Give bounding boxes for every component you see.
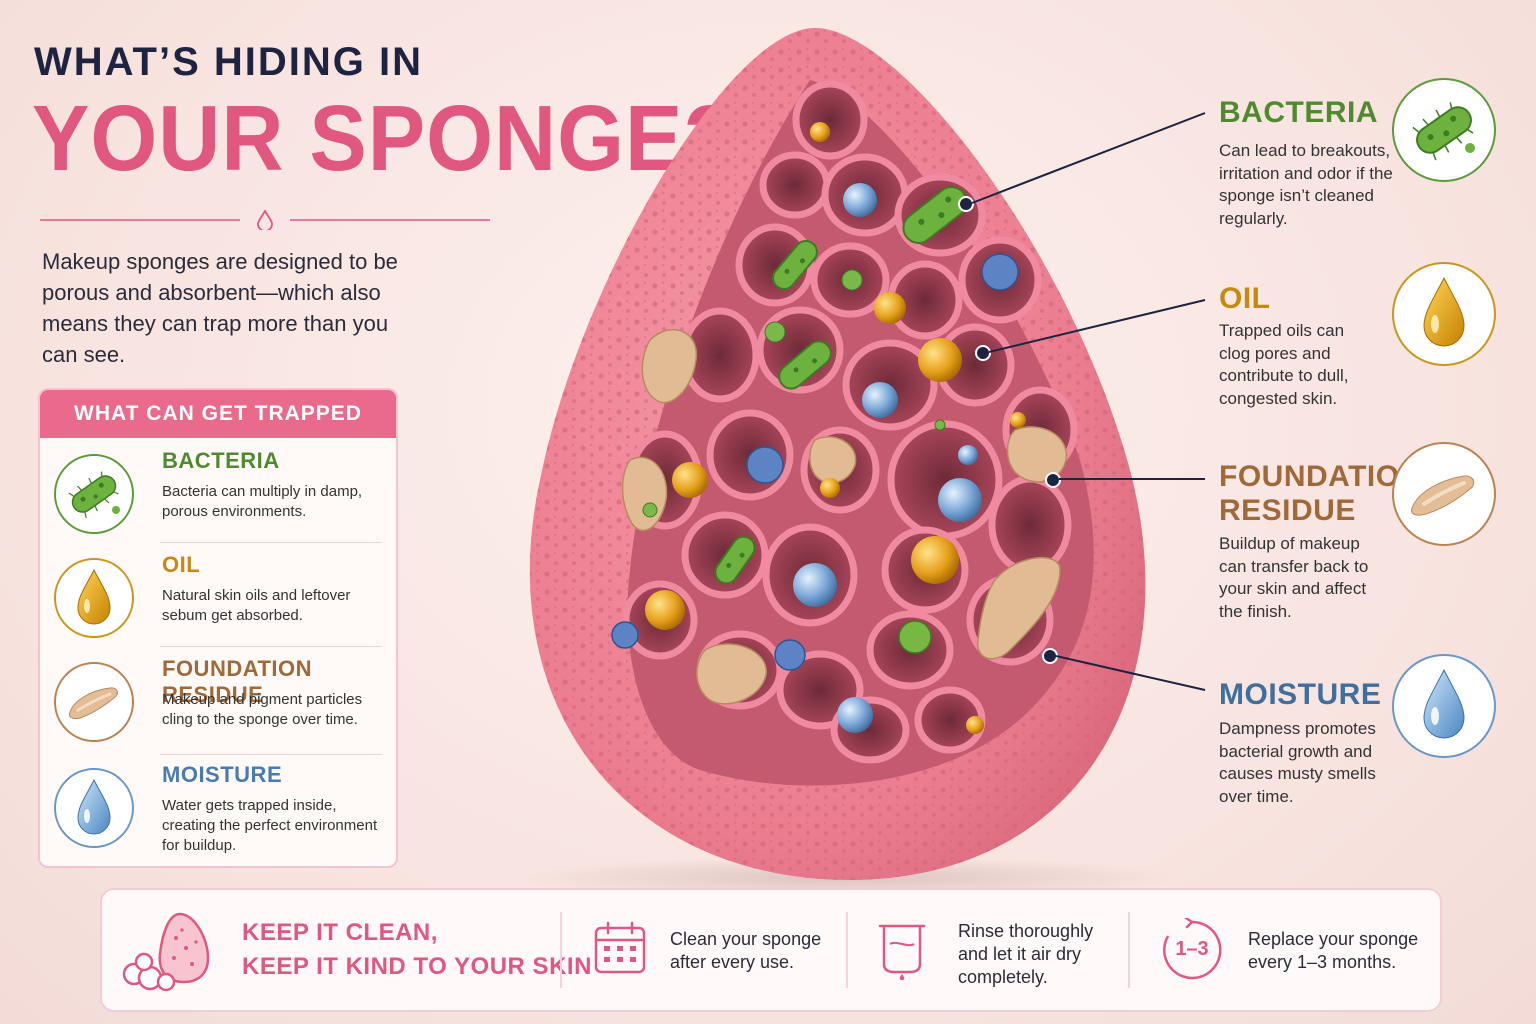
tips-title-line2: KEEP IT KIND TO YOUR SKIN: [242, 953, 592, 980]
bacteria-icon: [54, 454, 134, 534]
divider: [160, 754, 382, 755]
foundation-swatch-icon: [54, 662, 134, 742]
replace-cycle-icon: 1–3: [1160, 918, 1224, 982]
title-line-1: WHAT’S HIDING IN: [34, 40, 424, 84]
trapped-item-moisture: MOISTURE Water gets trapped inside, crea…: [40, 756, 396, 858]
calendar-icon: [594, 921, 646, 974]
trapped-item-desc: Natural skin oils and leftover sebum get…: [162, 587, 351, 624]
oil-drop-icon: [54, 558, 134, 638]
droplet-icon: [257, 210, 273, 230]
callout-foundation-title-line2: RESIDUE: [1219, 494, 1356, 527]
tip-clean-text: Clean your sponge after every use.: [670, 929, 822, 972]
tip-replace-text: Replace your sponge every 1–3 months.: [1248, 929, 1419, 972]
trapped-item-foundation: FOUNDATION RESIDUE Makeup and pigment pa…: [40, 650, 396, 752]
divider: [160, 542, 382, 543]
callout-foundation-desc: Buildup of makeup can transfer back to y…: [1219, 534, 1369, 621]
title-divider: [40, 210, 490, 230]
title-line-2: YOUR SPONGE?: [32, 86, 737, 191]
tips-title-line1: KEEP IT CLEAN,: [242, 919, 438, 946]
trapped-item-bacteria: BACTERIA Bacteria can multiply in damp, …: [40, 442, 396, 544]
bacteria-icon: [1392, 78, 1496, 182]
intro-text: Makeup sponges are designed to be porous…: [42, 249, 398, 367]
replace-badge: 1–3: [1175, 938, 1209, 960]
callout-foundation-title: FOUNDATION RESIDUE: [1219, 460, 1422, 528]
trapped-item-desc: Makeup and pigment particles cling to th…: [162, 691, 363, 728]
divider: [1128, 912, 1130, 988]
divider: [160, 646, 382, 647]
water-drop-icon: [54, 768, 134, 848]
trapped-item-desc: Water gets trapped inside, creating the …: [162, 797, 378, 854]
callout-moisture-desc: Dampness promotes bacterial growth and c…: [1219, 719, 1376, 806]
callout-foundation-title-line1: FOUNDATION: [1219, 460, 1422, 493]
tip-rinse-text: Rinse thoroughly and let it air dry comp…: [958, 921, 1094, 987]
trapped-item-name: BACTERIA: [162, 448, 280, 473]
trapped-item-oil: OIL Natural skin oils and leftover sebum…: [40, 546, 396, 648]
trapped-item-name: OIL: [162, 552, 201, 577]
divider: [560, 912, 562, 988]
foundation-swatch-icon: [1392, 442, 1496, 546]
cycle-arrow-icon: [1163, 918, 1222, 980]
tips-bar: KEEP IT CLEAN, KEEP IT KIND TO YOUR SKIN…: [100, 888, 1442, 1012]
divider: [846, 912, 848, 988]
water-drop-icon: [1392, 654, 1496, 758]
trapped-item-desc: Bacteria can multiply in damp, porous en…: [162, 483, 363, 520]
trapped-panel: WHAT CAN GET TRAPPED BACTERIA Bacteria c…: [38, 388, 398, 868]
callout-oil-desc: Trapped oils can clog pores and contribu…: [1219, 321, 1349, 408]
callout-oil-title: OIL: [1219, 282, 1271, 315]
sponge-illustration: [515, 28, 1175, 890]
sponge-bubbles-icon: [122, 912, 210, 992]
callout-bacteria-title: BACTERIA: [1219, 96, 1378, 129]
trapped-item-name: FOUNDATION RESIDUE: [162, 656, 313, 707]
trapped-panel-heading: WHAT CAN GET TRAPPED: [40, 390, 396, 438]
callout-moisture-title: MOISTURE: [1219, 678, 1382, 711]
tips-title: KEEP IT CLEAN, KEEP IT KIND TO YOUR SKIN: [242, 916, 592, 984]
rinse-icon: [878, 924, 926, 980]
trapped-item-name: MOISTURE: [162, 762, 283, 787]
oil-drop-icon: [1392, 262, 1496, 366]
callout-bacteria-desc: Can lead to breakouts, irritation and od…: [1219, 141, 1393, 228]
